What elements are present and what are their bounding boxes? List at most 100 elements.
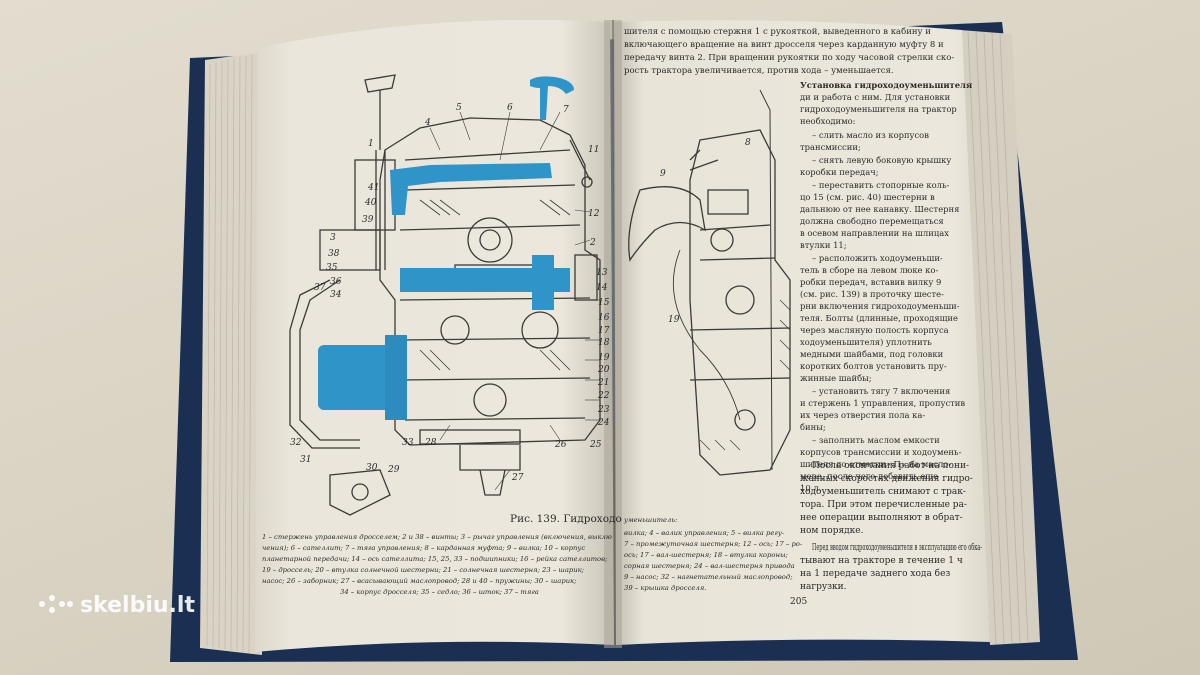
gutter-shadow bbox=[604, 20, 622, 648]
text-line-25: жинные шайбы; bbox=[800, 373, 872, 383]
page-number: 205 bbox=[790, 597, 807, 607]
cyan-handle bbox=[530, 76, 574, 120]
callout-37: 37 bbox=[314, 283, 326, 293]
callout-1: 1 bbox=[368, 139, 374, 149]
text-line-5: – слить масло из корпусов bbox=[812, 130, 929, 140]
callout-15: 15 bbox=[598, 298, 610, 308]
text-line-33: мере, после чего добавить еще bbox=[800, 471, 938, 481]
callout-31: 31 bbox=[300, 455, 311, 465]
para2-line-3: ходоуменьшитель снимают с трак- bbox=[800, 487, 966, 497]
fork-installation-drawing bbox=[628, 89, 791, 476]
right-page bbox=[614, 20, 990, 645]
callout-39: 39 bbox=[362, 215, 374, 225]
text-line-10: цо 15 (см. рис. 40) шестерни в bbox=[800, 192, 935, 202]
text-line-6: трансмиссии; bbox=[800, 142, 861, 152]
callout-38: 38 bbox=[328, 249, 340, 259]
right-callouts: 8 9 19 bbox=[660, 138, 751, 325]
text-line-27: и стержень 1 управления, пропустив bbox=[800, 398, 965, 408]
callout-12: 12 bbox=[588, 209, 600, 219]
legend-cont-5: сорная шестерня; 24 – вал-шестерня приво… bbox=[624, 562, 795, 570]
text-line-30: – заполнить маслом емкости bbox=[812, 435, 940, 445]
text-line-8: коробки передач; bbox=[800, 167, 879, 177]
highlighted-parts bbox=[318, 76, 574, 420]
text-line-11: дальнюю от нее канавку. Шестерня bbox=[800, 204, 959, 214]
cyan-gear bbox=[532, 255, 554, 310]
cyan-pump-cap bbox=[385, 335, 407, 420]
legend-line-2: чения); 6 – сателлит; 7 – тяга управлени… bbox=[262, 544, 585, 552]
text-line-21: через масляную полость корпуса bbox=[800, 325, 949, 335]
watermark-brand: skelbiu.lt bbox=[80, 593, 195, 618]
callout-11: 11 bbox=[588, 145, 599, 155]
legend-cont-4: ось; 17 – вал-шестерня; 18 – втулка коро… bbox=[624, 551, 788, 559]
callout-41: 41 bbox=[367, 183, 379, 193]
legend-line-4: 19 – дроссель; 20 – втулка солнечной шес… bbox=[262, 566, 584, 574]
cyan-pump bbox=[318, 345, 403, 410]
callout-5: 5 bbox=[456, 103, 462, 113]
para3-line-2: тывают на тракторе в течение 1 ч bbox=[800, 556, 963, 566]
callout-36: 36 bbox=[330, 277, 342, 287]
callout-32: 32 bbox=[290, 438, 302, 448]
callout-35: 35 bbox=[326, 263, 338, 273]
legend-cont-3: 7 – промежуточная шестерня; 12 – ось; 17… bbox=[624, 540, 803, 548]
callout-17: 17 bbox=[598, 326, 610, 336]
callout-33: 33 bbox=[402, 438, 414, 448]
heading-line: Установка гидроходоуменьшителя bbox=[800, 80, 972, 90]
text-line-2: ди и работа с ним. Для установки bbox=[800, 92, 951, 102]
callout-24: 24 bbox=[597, 418, 610, 428]
callout-29: 29 bbox=[387, 465, 400, 475]
callout-40: 40 bbox=[364, 198, 377, 208]
para2-line-5: нее операции выполняют в обрат- bbox=[800, 512, 963, 523]
top-line-4: рость трактора увеличивается, против ход… bbox=[624, 66, 894, 76]
text-line-15: – расположить ходоуменьши- bbox=[812, 253, 943, 263]
top-line-2: включающего вращение на винт дросселя че… bbox=[624, 40, 944, 50]
watermark: skelbiu.lt bbox=[39, 593, 195, 618]
callout-20: 20 bbox=[597, 365, 610, 375]
text-line-17: робки передач, вставив вилку 9 bbox=[800, 277, 941, 287]
text-line-24: коротких болтов установить пру- bbox=[800, 361, 947, 371]
text-line-4: необходимо: bbox=[800, 116, 856, 126]
legend-line-6: 34 – корпус дросселя; 35 – седло; 36 – ш… bbox=[340, 588, 539, 596]
callout-8: 8 bbox=[745, 138, 751, 148]
cyan-fork bbox=[390, 163, 552, 215]
callout-26: 26 bbox=[554, 440, 567, 450]
text-line-32: шителя до отметки «П» на масло- bbox=[800, 459, 951, 469]
text-line-31: корпусов трансмиссии и ходоумень- bbox=[800, 447, 962, 457]
callout-27: 27 bbox=[511, 473, 524, 483]
right-page-stack bbox=[960, 30, 1040, 645]
para2-line-2: женных скоростях движения гидро- bbox=[800, 474, 973, 484]
callout-6: 6 bbox=[507, 103, 513, 113]
callout-23: 23 bbox=[597, 405, 610, 415]
para2-line-1: После окончания работ на пони- bbox=[812, 460, 969, 471]
callout-9: 9 bbox=[660, 169, 666, 179]
gutter-line bbox=[612, 19, 616, 649]
para2-line-4: тора. При этом перечисленные ра- bbox=[800, 500, 967, 510]
callout-19: 19 bbox=[598, 353, 610, 363]
callout-25: 25 bbox=[589, 440, 602, 450]
legend-cont-6: 9 – насос; 32 – нагнетательный маслопров… bbox=[624, 573, 793, 581]
callout-34: 34 bbox=[330, 290, 342, 300]
para3-line-4: нагрузки. bbox=[800, 582, 847, 592]
right-legend-continuation: уменьшитель: вилка; 4 – валик управления… bbox=[623, 516, 803, 592]
callout-2: 2 bbox=[589, 238, 596, 248]
para3-line-3: на 1 передаче заднего хода без bbox=[800, 568, 950, 579]
top-line-3: передачу винта 2. При вращении рукоятки … bbox=[624, 53, 954, 63]
text-line-14: втулки 11; bbox=[800, 240, 847, 250]
hydraulic-reducer-drawing bbox=[289, 74, 601, 516]
right-top-text: шителя с помощью стержня 1 с рукояткой, … bbox=[624, 26, 954, 76]
text-line-3: гидроходоуменьшителя на трактор bbox=[800, 104, 957, 114]
text-line-26: – установить тягу 7 включения bbox=[812, 386, 950, 396]
callout-30: 30 bbox=[366, 463, 378, 473]
text-line-34: 10 л. bbox=[800, 483, 821, 493]
figure-caption: Рис. 139. Гидроходо bbox=[510, 513, 622, 525]
installation-instructions: Установка гидроходоуменьшителя ди и рабо… bbox=[800, 80, 972, 493]
text-line-20: теля. Болты (длинные, проходящие bbox=[800, 313, 958, 323]
callout-21: 21 bbox=[597, 378, 609, 388]
left-page-edge-lines bbox=[206, 54, 253, 654]
text-line-18: (см. рис. 139) в проточку шесте- bbox=[800, 289, 944, 299]
text-line-7: – снять левую боковую крышку bbox=[812, 155, 951, 165]
legend-cont-7: 39 – крышка дросселя. bbox=[624, 584, 706, 592]
callout-13: 13 bbox=[596, 268, 608, 278]
callout-7: 7 bbox=[563, 105, 569, 115]
text-line-12: должна свободно перемещаться bbox=[800, 216, 944, 226]
text-line-23: медными шайбами, под головки bbox=[800, 349, 944, 359]
